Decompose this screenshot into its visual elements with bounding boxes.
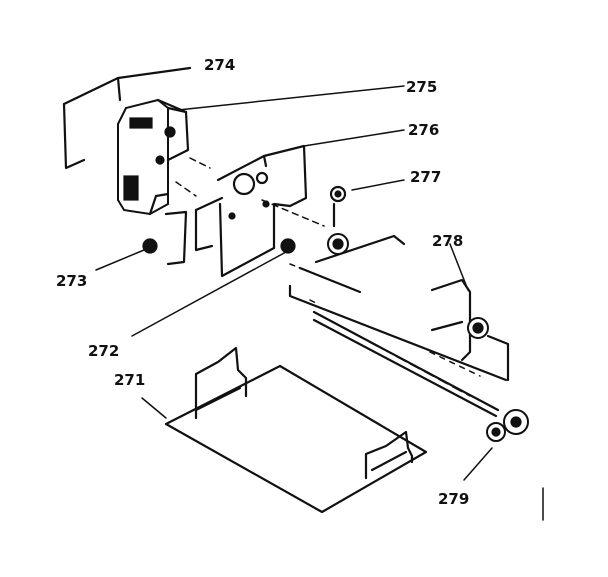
label-279: 279 bbox=[438, 490, 469, 508]
label-277: 277 bbox=[410, 168, 441, 186]
label-275: 275 bbox=[406, 78, 437, 96]
label-273: 273 bbox=[56, 272, 87, 290]
part-271-frame bbox=[141, 346, 428, 514]
label-278: 278 bbox=[432, 232, 463, 250]
part-272-leader bbox=[131, 251, 287, 337]
label-274: 274 bbox=[204, 56, 235, 74]
part-274-panel bbox=[62, 66, 192, 170]
label-276: 276 bbox=[408, 121, 439, 139]
part-278-bracket bbox=[288, 243, 510, 382]
part-275-housing bbox=[117, 85, 405, 216]
label-272: 272 bbox=[88, 342, 119, 360]
part-273-screw bbox=[95, 210, 188, 271]
part-279-shaft bbox=[312, 310, 529, 481]
part-labels: 274 275 276 277 278 273 272 271 279 bbox=[56, 56, 469, 508]
part-277-clip bbox=[298, 179, 406, 294]
part-276-plate bbox=[194, 129, 405, 278]
label-271: 271 bbox=[114, 371, 145, 389]
